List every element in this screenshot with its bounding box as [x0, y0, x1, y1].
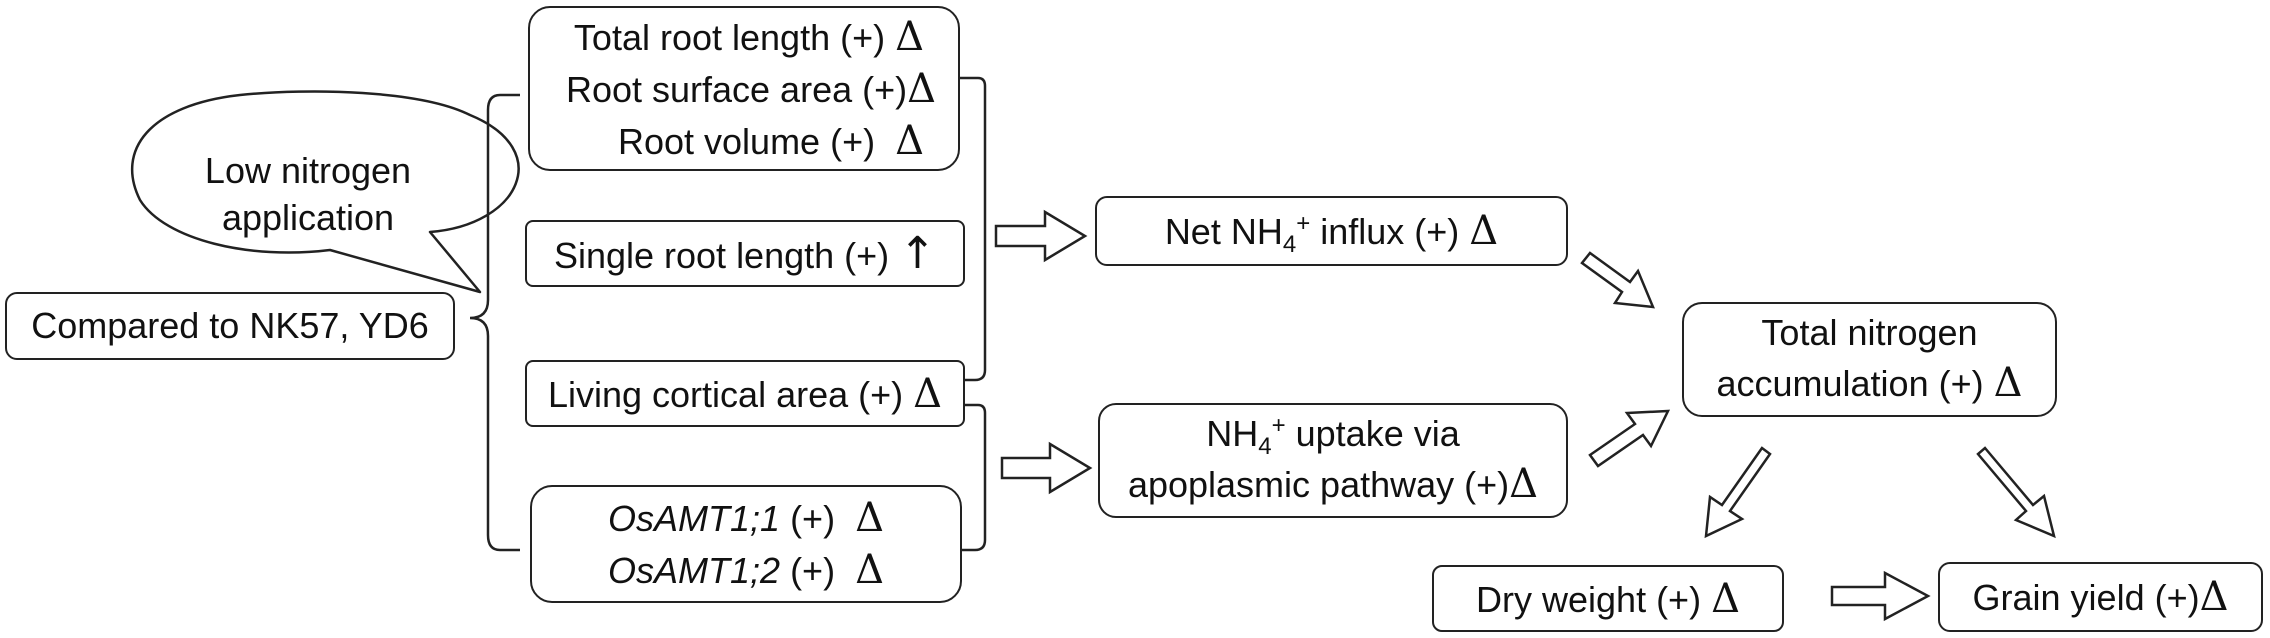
- compare-label: Compared to NK57, YD6: [31, 304, 429, 346]
- living-cortical-area-label: Living cortical area (+): [547, 373, 904, 415]
- delta-icon: Δ: [913, 370, 943, 417]
- arrow-to-dry-weight: [1704, 446, 1772, 539]
- total-nitrogen-box: Total nitrogen accumulation (+) Δ: [1682, 302, 2057, 417]
- speech-bubble: [130, 90, 520, 294]
- total-root-length: Total root length (+) Δ: [573, 13, 924, 60]
- arrow-to-grain-yield: [1976, 446, 2056, 539]
- delta-icon: Δ: [1993, 359, 2023, 406]
- up-arrow-icon: ↑: [899, 227, 937, 279]
- gene-2-row: OsAMT1;2 (+) Δ: [608, 547, 884, 593]
- bottom-right-bracket: [960, 403, 987, 552]
- living-cortical-area-box: Living cortical area (+) Δ: [525, 360, 965, 427]
- genes-box: OsAMT1;1 (+) Δ OsAMT1;2 (+) Δ: [530, 485, 962, 603]
- delta-icon: Δ: [907, 65, 936, 112]
- delta-icon: Δ: [1711, 575, 1740, 622]
- delta-icon: Δ: [855, 547, 884, 593]
- gene-2-name: OsAMT1;2: [608, 550, 781, 591]
- root-volume: Root volume (+) Δ: [617, 117, 924, 164]
- delta-icon: Δ: [2199, 574, 2229, 620]
- delta-icon: Δ: [1509, 460, 1539, 507]
- root-traits-box: Total root length (+) Δ Root surface are…: [528, 6, 960, 171]
- speech-line-1: Low nitrogen: [204, 150, 412, 191]
- net-influx-box: Net NH4+ influx (+) Δ: [1095, 196, 1568, 266]
- uptake-box: NH4+ uptake via apoplasmic pathway (+)Δ: [1098, 403, 1568, 518]
- arrow-to-net-influx: [994, 209, 1088, 263]
- compare-box: Compared to NK57, YD6: [5, 292, 455, 360]
- root-surface-area: Root surface area (+)Δ: [565, 65, 936, 112]
- arrow-to-uptake: [1000, 441, 1093, 495]
- left-bracket: [469, 93, 520, 552]
- delta-icon: Δ: [895, 117, 924, 164]
- speech-line-2: application: [221, 196, 395, 238]
- dry-weight-box: Dry weight (+) Δ: [1432, 565, 1784, 632]
- speech-bubble-text: Low nitrogen application: [184, 148, 432, 242]
- delta-icon: Δ: [1469, 208, 1499, 254]
- gene-1-name: OsAMT1;1: [608, 498, 781, 539]
- gene-1-row: OsAMT1;1 (+) Δ: [608, 495, 884, 541]
- delta-icon: Δ: [895, 13, 924, 60]
- arrow-to-total-n-from-influx: [1580, 251, 1655, 309]
- single-root-length-label: Single root length (+): [553, 234, 890, 276]
- top-right-bracket: [960, 76, 987, 382]
- delta-icon: Δ: [855, 495, 884, 541]
- grain-yield-box: Grain yield (+)Δ: [1938, 562, 2263, 632]
- single-root-length-box: Single root length (+) ↑: [525, 220, 965, 287]
- arrow-to-grain-yield-from-dry: [1830, 570, 1931, 622]
- arrow-to-total-n-from-uptake: [1588, 409, 1671, 468]
